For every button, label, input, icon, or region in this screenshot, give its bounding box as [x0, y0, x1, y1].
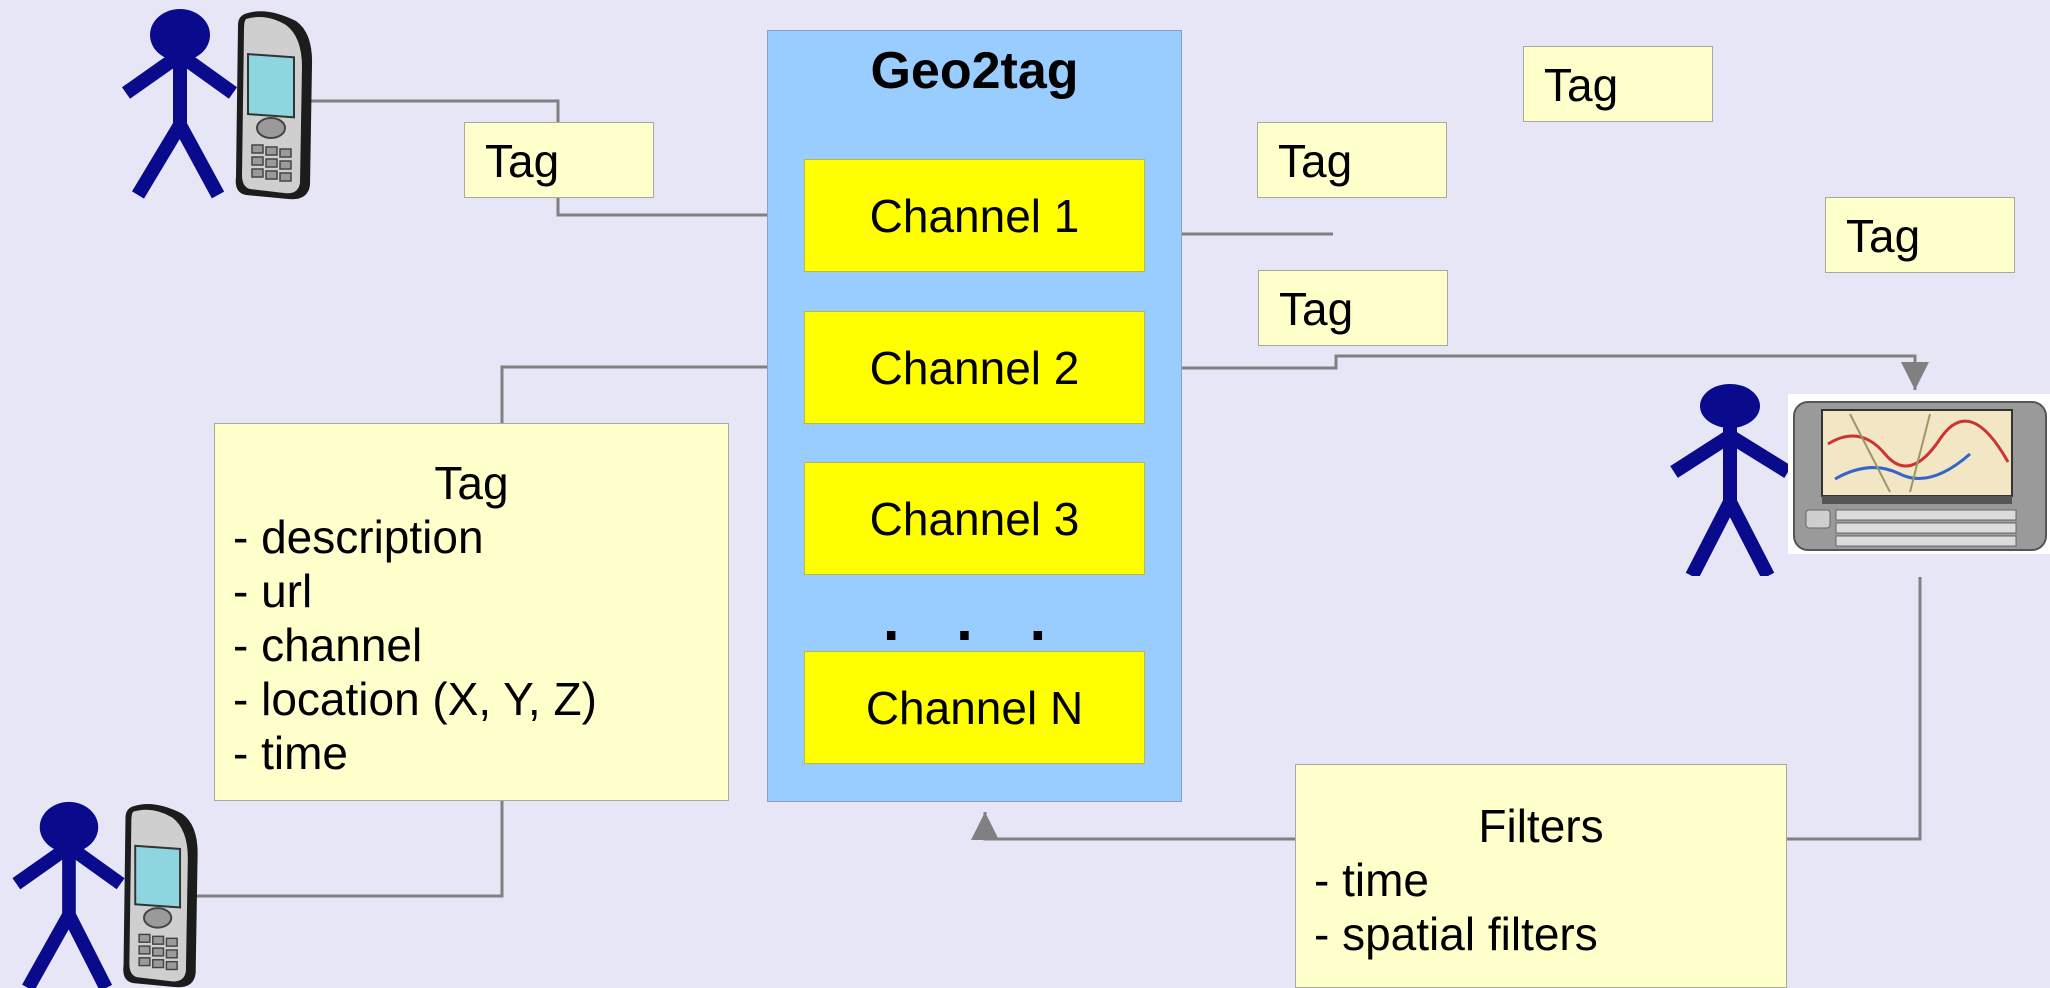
floating-tag-4: Tag [1258, 270, 1448, 346]
server-title: Geo2tag [870, 42, 1079, 100]
tag-field-url: - url [233, 565, 313, 617]
channel-1: Channel 1 [804, 159, 1145, 272]
channel2-subscription-path [1145, 354, 1929, 390]
tag-field-location: - location (X, Y, Z) [233, 673, 597, 725]
mobile-phone-icon [123, 804, 198, 988]
subscriber-right [1670, 384, 2050, 576]
mobile-phone-icon [235, 11, 313, 200]
map-tablet-icon [1788, 394, 2050, 554]
channel-n: Channel N [804, 651, 1145, 764]
uploader-bottom [12, 801, 198, 988]
uploader-top [121, 9, 313, 200]
channel-2: Channel 2 [804, 311, 1145, 424]
floating-tag-3: Tag [1825, 197, 2015, 273]
tag-info-heading: Tag [434, 457, 509, 509]
tag-info-box: Tag - description - url - channel - loca… [214, 423, 729, 801]
person-icon [121, 9, 238, 199]
filters-heading: Filters [1478, 800, 1604, 852]
tag-field-time: - time [233, 727, 348, 779]
tag-field-description: - description [233, 511, 484, 563]
floating-tag-2: Tag [1523, 46, 1713, 122]
tag-field-channel: - channel [233, 619, 423, 671]
more-channels-ellipsis: . . . [882, 586, 1067, 653]
filter-field-spatial: - spatial filters [1314, 908, 1598, 960]
person-icon [1670, 384, 1792, 576]
person-icon [12, 801, 125, 988]
floating-tag-1: Tag [1257, 122, 1447, 198]
filter-field-time: - time [1314, 854, 1429, 906]
filters-box: Filters - time - spatial filters [1295, 764, 1787, 988]
incoming-tag: Tag [464, 122, 654, 198]
channel-3: Channel 3 [804, 462, 1145, 575]
